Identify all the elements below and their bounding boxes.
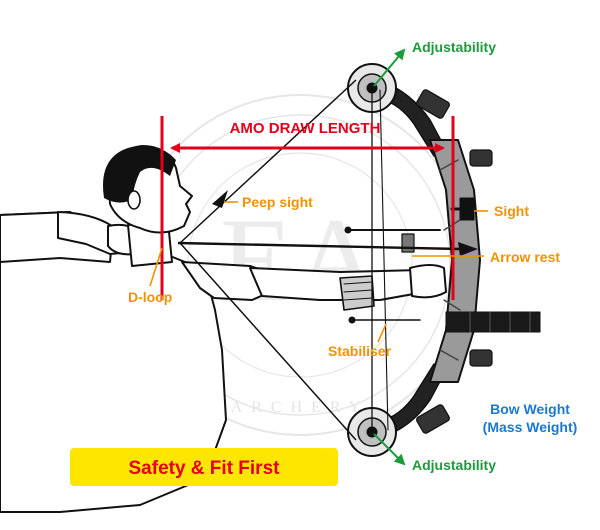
bow-weight-label: Bow Weight: [490, 401, 570, 417]
d-loop-label: D-loop: [128, 289, 172, 305]
amo-draw-length-measure: [160, 116, 455, 300]
safety-banner-text: Safety & Fit First: [129, 458, 281, 479]
archer-figure: [0, 145, 447, 513]
adjustability-arrows: [373, 48, 406, 466]
leader-lines: [149, 201, 488, 343]
adjustability-top-label: Adjustability: [412, 39, 496, 55]
stabiliser-label: Stabiliser: [328, 343, 392, 359]
mass-weight-label: (Mass Weight): [483, 419, 578, 435]
bowstring: [179, 79, 357, 441]
arrow: [177, 241, 478, 256]
watermark-ring-text: ARCHERY: [231, 399, 370, 416]
peep-sight-label: Peep sight: [242, 194, 313, 210]
adjustability-bottom-label: Adjustability: [412, 457, 496, 473]
amo-draw-length-label: AMO DRAW LENGTH: [230, 120, 381, 137]
compound-bow: [344, 63, 541, 457]
sight-label: Sight: [494, 203, 529, 219]
peep-sight-marker: [212, 190, 228, 208]
arrow-rest-label: Arrow rest: [490, 249, 560, 265]
safety-banner: Safety & Fit First: [70, 448, 338, 486]
